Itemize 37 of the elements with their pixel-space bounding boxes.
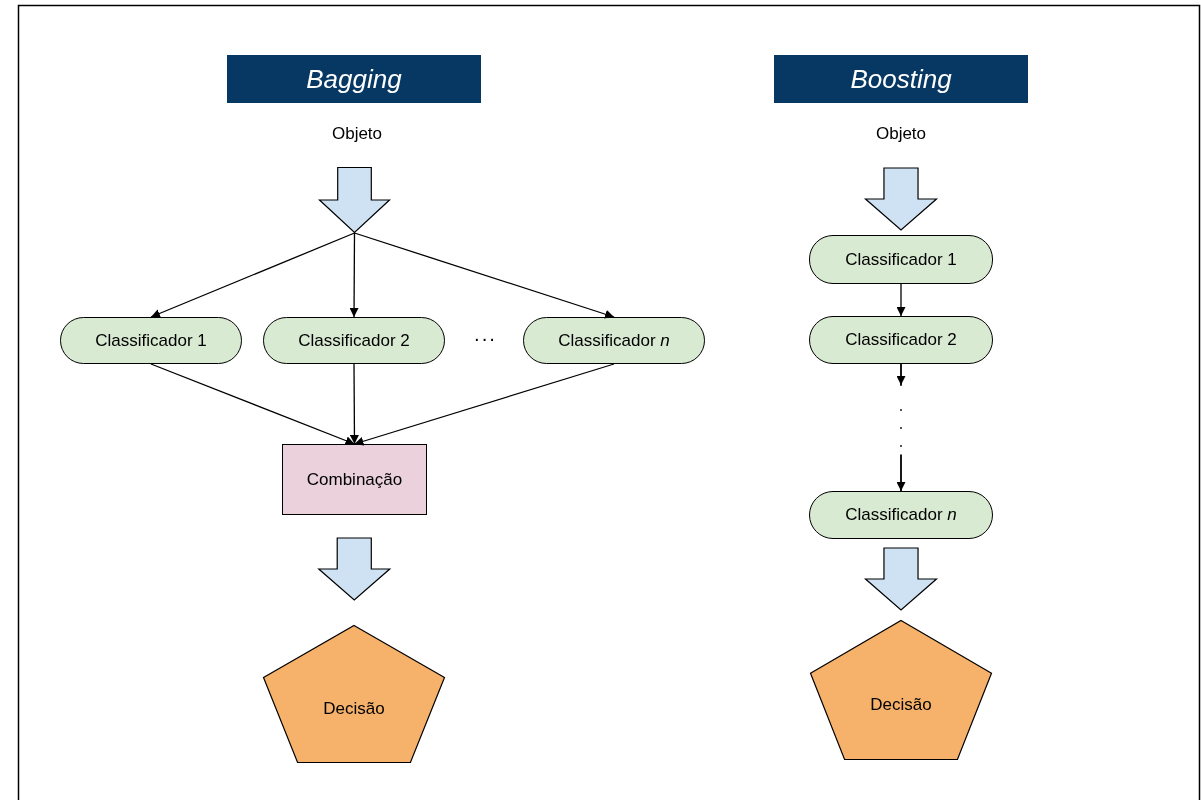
- ellipsis: ···: [472, 327, 498, 350]
- node-label: Decisão: [870, 695, 932, 715]
- classifier-pill: [809, 316, 993, 364]
- decision-pentagon: [263, 625, 445, 763]
- input-text: Objeto: [331, 124, 383, 144]
- classifier-pill: [60, 317, 242, 364]
- block-arrow: [319, 167, 390, 233]
- block-arrow: [317, 537, 392, 601]
- section-title: Boosting: [850, 63, 952, 95]
- classifier-pill: [263, 317, 445, 364]
- arrow: [150, 232, 356, 318]
- node-label: Classificador 2: [845, 330, 957, 350]
- combination-box: [282, 444, 427, 515]
- arrow: [897, 363, 906, 492]
- node-label: Classificador n: [558, 330, 670, 351]
- arrow: [896, 283, 906, 317]
- classifier-pill: [809, 491, 993, 539]
- classifier-pill: [809, 235, 993, 284]
- arrow: [349, 232, 359, 318]
- section-title: Bagging: [306, 63, 402, 95]
- node-label: Classificador n: [845, 505, 957, 525]
- arrow: [353, 363, 615, 446]
- node-label: Combinação: [306, 469, 403, 490]
- arrow: [349, 363, 359, 445]
- node-label: Classificador 2: [298, 330, 410, 351]
- classifier-pill: [523, 317, 705, 364]
- arrow: [353, 232, 615, 319]
- arrow: [150, 363, 356, 445]
- node-label: Classificador 1: [95, 330, 207, 351]
- input-text: Objeto: [875, 124, 927, 144]
- node-label: Classificador 1: [845, 249, 957, 270]
- title-banner: [227, 55, 481, 103]
- node-label: Decisão: [323, 699, 385, 719]
- block-arrow: [863, 167, 939, 231]
- title-banner: [774, 55, 1028, 103]
- decision-pentagon: [810, 620, 992, 760]
- block-arrow: [863, 547, 939, 611]
